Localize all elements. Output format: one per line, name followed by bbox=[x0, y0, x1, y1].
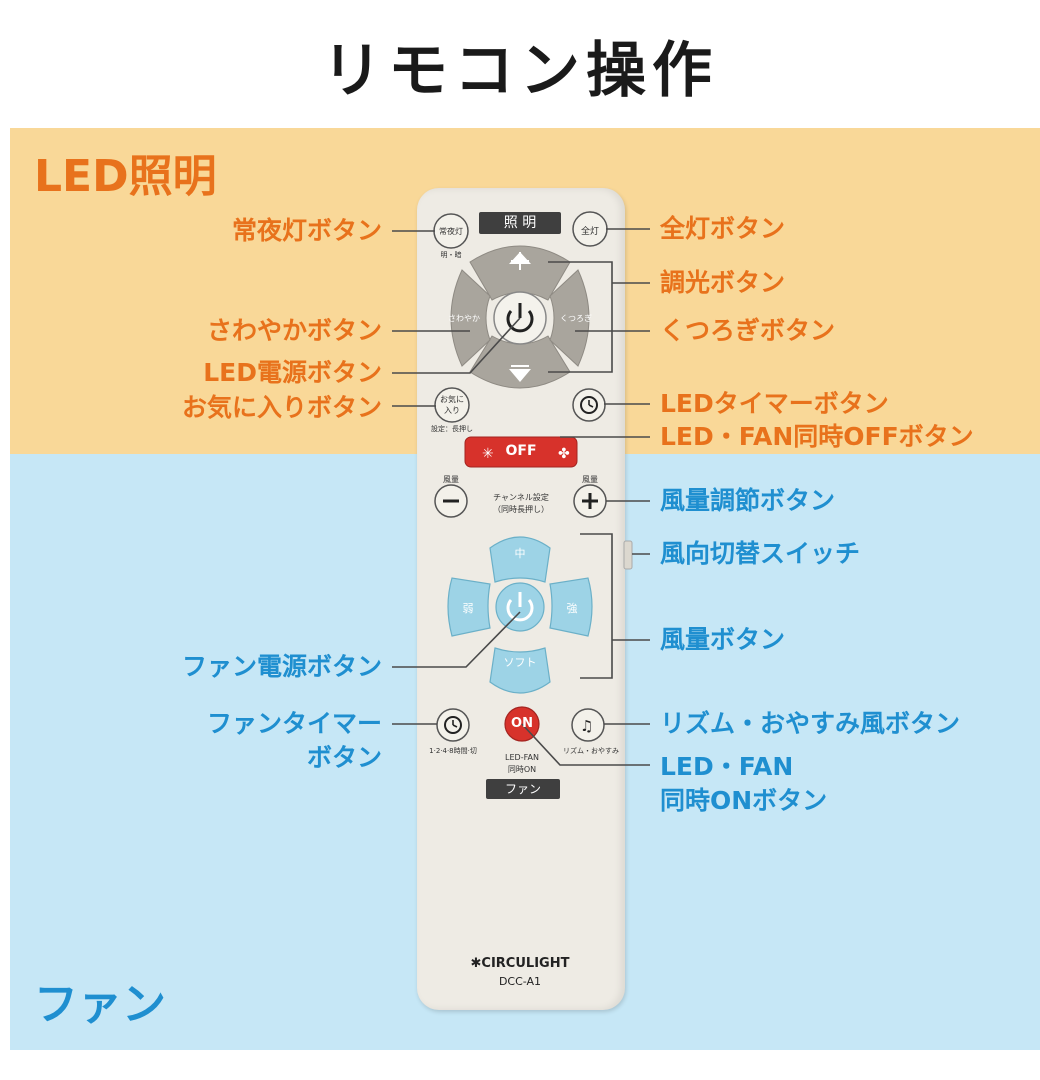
lcd-light-label: 照 明 bbox=[503, 215, 537, 231]
simul-off-button[interactable] bbox=[464, 436, 578, 468]
off-button-label: OFF bbox=[505, 443, 537, 459]
label-led-timer: LEDタイマーボタン bbox=[660, 389, 889, 418]
rhythm-sub-label: リズム・おやすみ bbox=[563, 747, 619, 755]
label-dimmer: 調光ボタン bbox=[660, 268, 786, 297]
kutsurogi-button[interactable] bbox=[549, 269, 590, 367]
night-light-button-label: 常夜灯 bbox=[439, 227, 463, 236]
page-title: リモコン操作 bbox=[322, 36, 718, 106]
label-led-power: LED電源ボタン bbox=[203, 358, 382, 387]
on-sub-label-2: 同時ON bbox=[507, 765, 537, 774]
label-sawayaka: さわやかボタン bbox=[206, 316, 382, 345]
fan-strong-button[interactable] bbox=[549, 577, 593, 637]
sawayaka-button[interactable] bbox=[450, 269, 491, 367]
led-power-icon bbox=[506, 310, 534, 333]
fan-icon: ✤ bbox=[558, 446, 570, 462]
on-sub-label-1: LED-FAN bbox=[505, 753, 539, 762]
fan-strong-button-label: 強 bbox=[566, 602, 578, 615]
model-number: DCC-A1 bbox=[498, 975, 542, 988]
music-note-icon: ♫ bbox=[580, 717, 593, 735]
full-light-button-label: 全灯 bbox=[580, 227, 599, 237]
sawayaka-button-label: さわやか bbox=[448, 314, 480, 323]
label-full-light: 全灯ボタン bbox=[660, 214, 786, 243]
dimmer-down-arrow-icon bbox=[509, 369, 531, 382]
clock-icon bbox=[580, 396, 598, 414]
favorite-sub-label: 設定：長押し bbox=[431, 425, 473, 433]
lcd-fan-label: ファン bbox=[504, 782, 541, 796]
fan-section-heading: ファン bbox=[34, 979, 166, 1030]
leader-lines bbox=[392, 228, 650, 766]
label-airflow-adjust: 風量調節ボタン bbox=[660, 486, 836, 515]
rhythm-sleep-button[interactable] bbox=[571, 708, 605, 742]
label-rhythm-sleep: リズム・おやすみ風ボタン bbox=[660, 709, 961, 738]
label-simul-on-1: LED・FAN bbox=[660, 752, 794, 781]
lcd-fan-label-bg bbox=[486, 779, 560, 799]
channel-setting-label-1: チャンネル設定 bbox=[493, 493, 549, 502]
fan-soft-button[interactable] bbox=[489, 647, 551, 694]
fan-timer-clock-icon bbox=[444, 716, 462, 734]
fan-power-icon bbox=[506, 599, 534, 622]
fan-soft-button-label: ソフト bbox=[503, 656, 537, 669]
favorite-button[interactable] bbox=[434, 387, 470, 423]
label-fan-timer-2: ボタン bbox=[306, 743, 382, 772]
fan-mid-button-label: 中 bbox=[514, 547, 526, 560]
fan-mid-button[interactable] bbox=[489, 536, 551, 583]
night-light-sub-label: 明・暗 bbox=[440, 251, 462, 259]
fan-volume-label-right: 風量 bbox=[582, 475, 598, 484]
label-favorite: お気に入りボタン bbox=[181, 393, 382, 422]
favorite-button-label-2: 入り bbox=[444, 406, 460, 415]
fan-timer-sub-label: 1·2·4·8時間·切 bbox=[429, 747, 477, 755]
label-simul-on-2: 同時ONボタン bbox=[660, 786, 828, 815]
label-direction-switch: 風向切替スイッチ bbox=[660, 539, 861, 568]
kutsurogi-button-label: くつろぎ bbox=[560, 314, 592, 323]
lcd-light-label-bg bbox=[479, 212, 561, 234]
light-icon: ✳ bbox=[482, 446, 494, 462]
label-night-light: 常夜灯ボタン bbox=[231, 216, 382, 245]
label-kutsurogi: くつろぎボタン bbox=[660, 316, 836, 345]
channel-setting-label-2: （同時長押し） bbox=[493, 505, 549, 514]
direction-switch[interactable] bbox=[623, 540, 633, 570]
brand-logo: ✱CIRCULIGHT bbox=[470, 956, 570, 971]
led-section-heading: LED照明 bbox=[34, 151, 217, 202]
label-airflow: 風量ボタン bbox=[660, 625, 786, 654]
label-fan-power: ファン電源ボタン bbox=[181, 652, 382, 681]
label-simul-off: LED・FAN同時OFFボタン bbox=[660, 422, 974, 451]
favorite-button-label-1: お気に bbox=[440, 395, 464, 404]
on-button-label: ON bbox=[511, 716, 533, 731]
label-fan-timer-1: ファンタイマー bbox=[206, 709, 382, 738]
fan-weak-button[interactable] bbox=[447, 577, 491, 637]
fan-weak-button-label: 弱 bbox=[462, 602, 474, 615]
fan-volume-label-left: 風量 bbox=[443, 475, 459, 484]
